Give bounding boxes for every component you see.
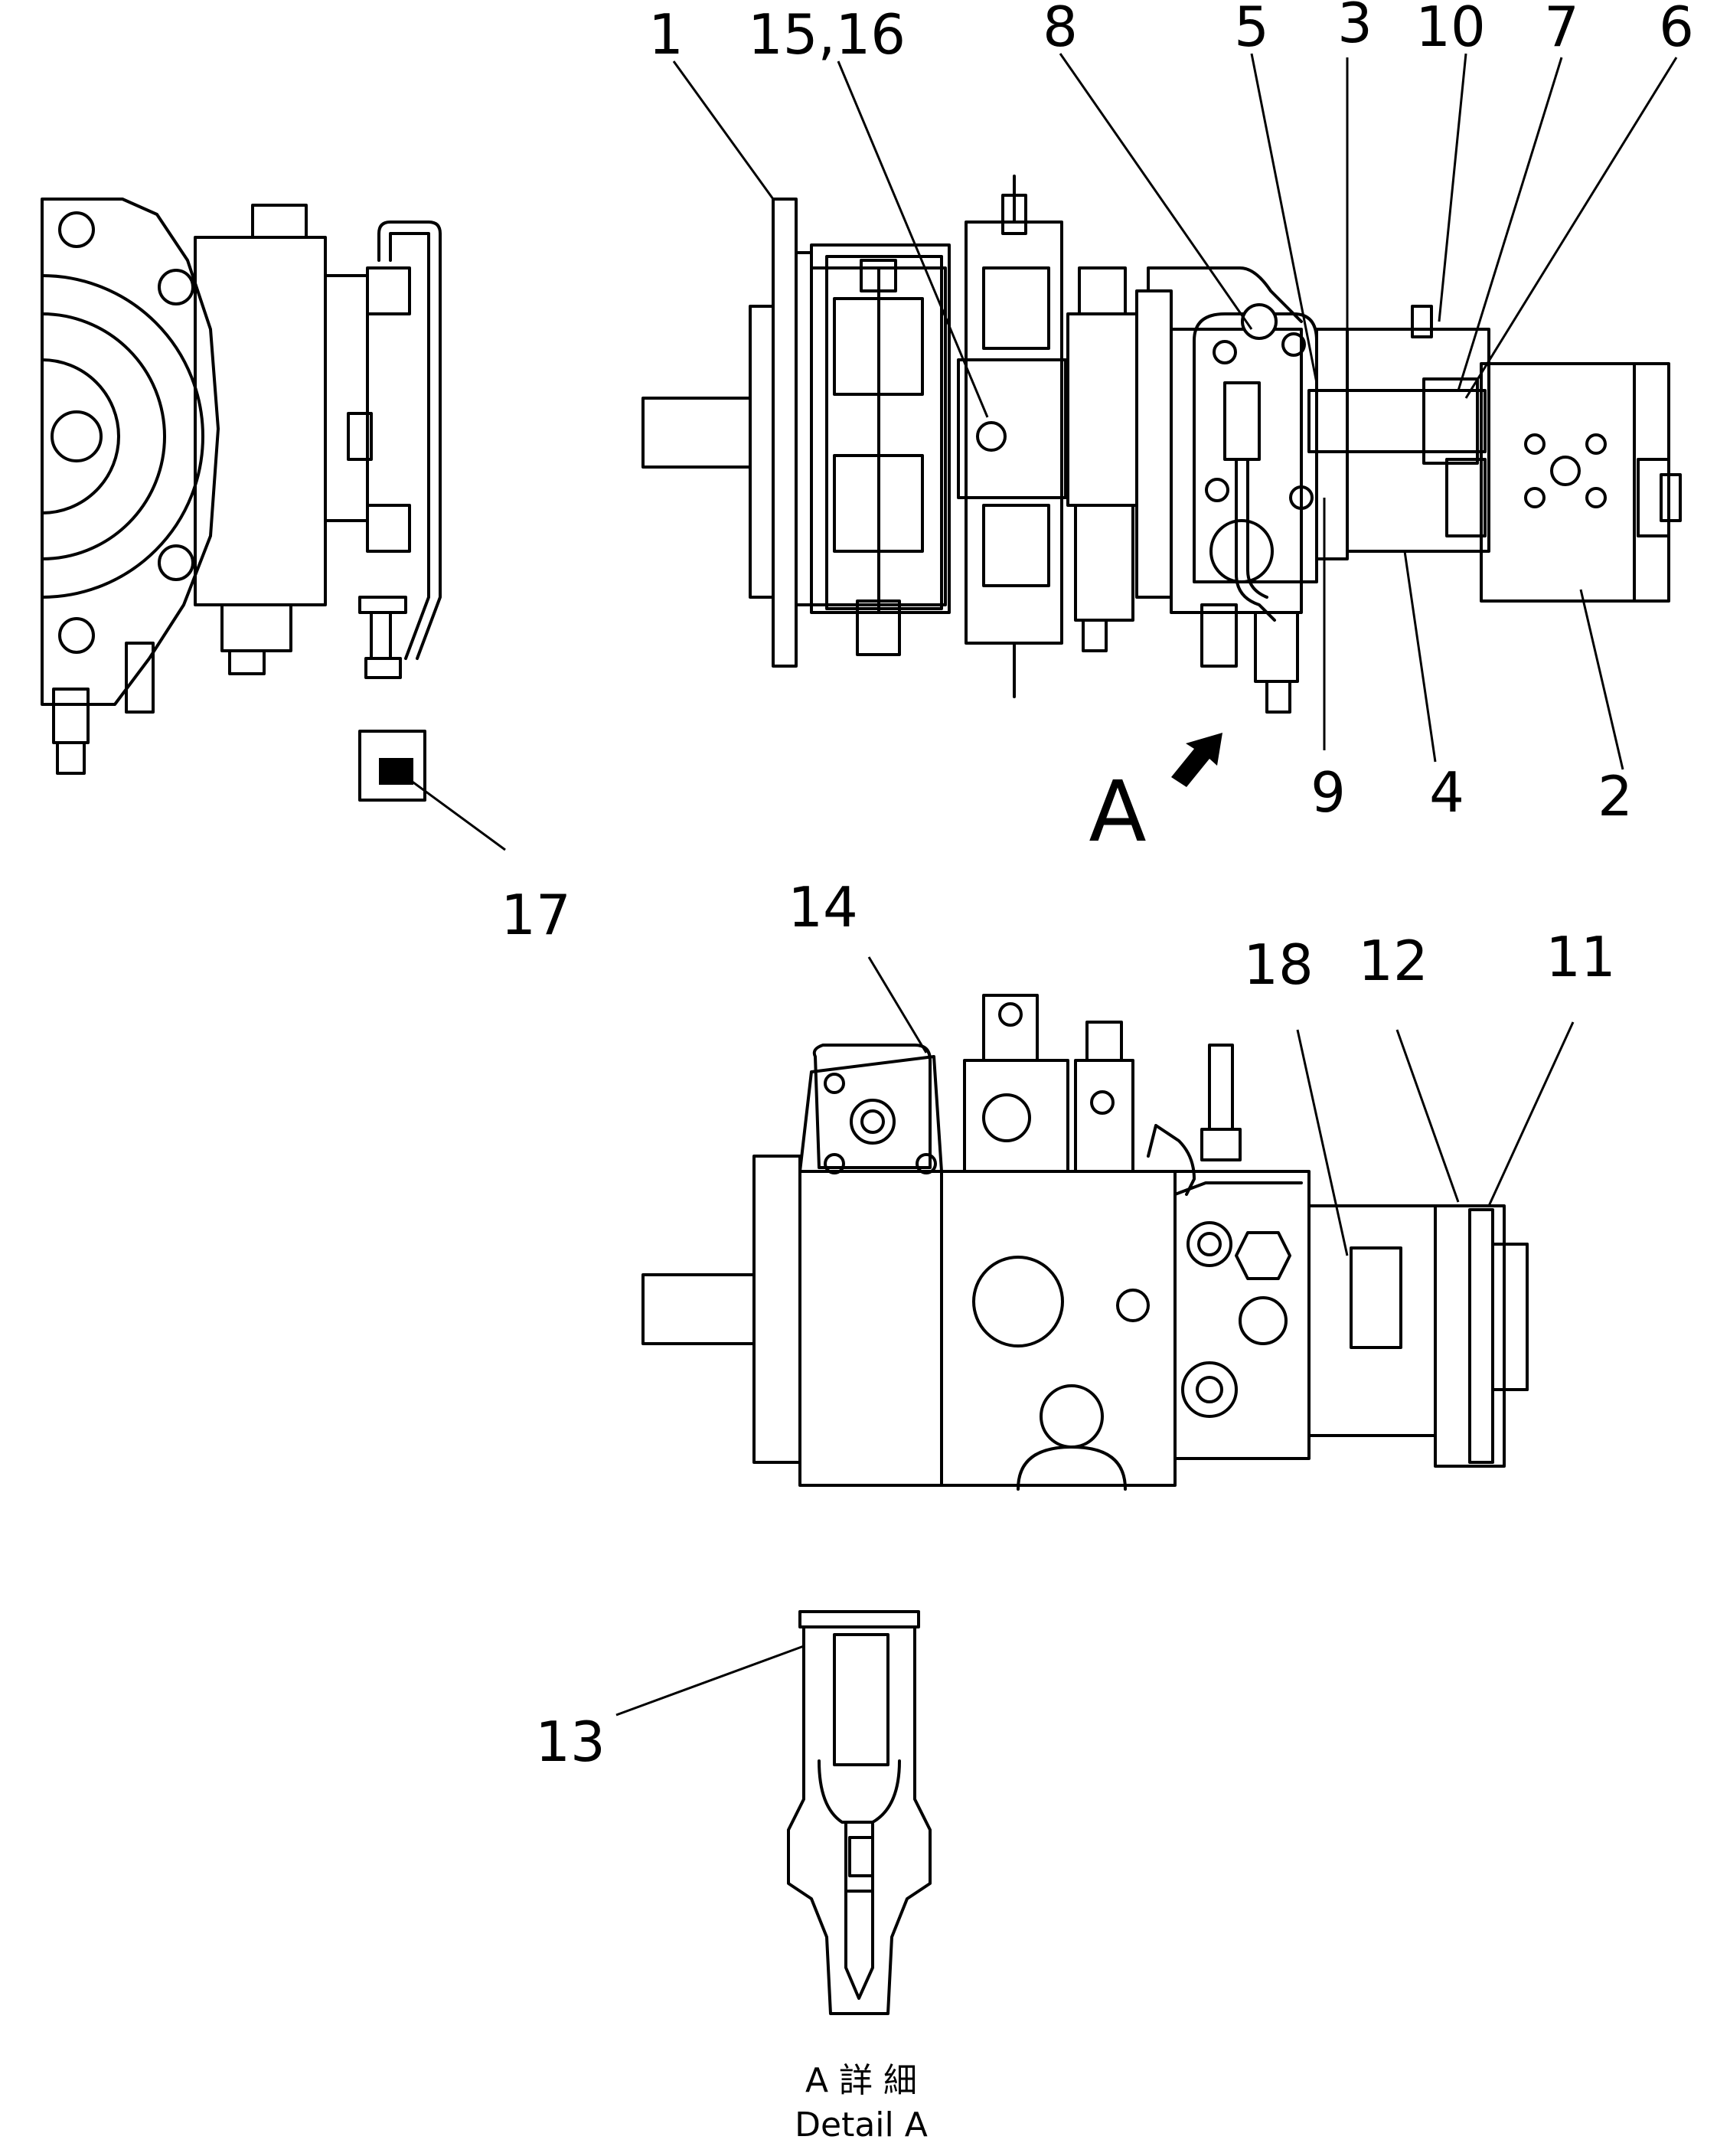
callout-9: 9 [1311,760,1346,825]
callout-15-16: 15,16 [748,2,906,67]
detail-caption-jp: A 詳 細 [805,2061,917,2100]
callout-4: 4 [1429,760,1464,825]
callout-3: 3 [1337,0,1373,55]
front-view-drawing [641,994,1529,1491]
view-marker-a: A [1089,763,1146,861]
detail-a-drawing [787,1610,932,2015]
callout-11: 11 [1546,925,1616,989]
end-view-drawing [41,198,442,802]
callout-6: 6 [1659,0,1694,59]
callout-13: 13 [535,1710,606,1774]
callout-18: 18 [1243,933,1314,997]
callout-1: 1 [648,2,684,67]
callout-7: 7 [1544,0,1579,59]
callout-14: 14 [788,875,858,939]
callout-12: 12 [1358,929,1428,993]
detail-caption-en: Detail A [795,2105,928,2145]
callout-5: 5 [1234,0,1269,59]
callout-2: 2 [1598,764,1633,828]
callout-17: 17 [501,883,571,947]
callout-8: 8 [1043,0,1078,59]
callout-10: 10 [1415,0,1486,59]
side-view-drawing [641,175,1682,787]
leader-lines [390,53,1678,1717]
callout-labels: 1 15,16 8 5 3 10 7 6 9 4 2 17 14 18 12 1… [501,0,1694,2145]
